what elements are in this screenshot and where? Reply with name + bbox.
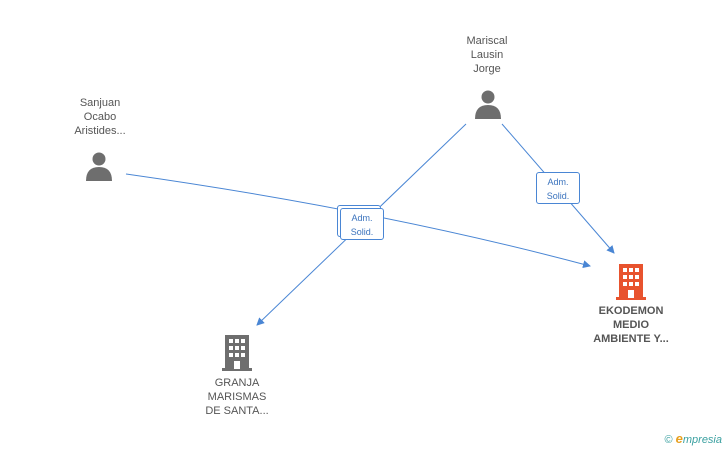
label-line: Mariscal <box>466 35 508 47</box>
badge-line: Solid. <box>546 191 570 201</box>
role-badge-center[interactable]: Adm. Solid. <box>340 208 384 240</box>
role-badge-right[interactable]: Adm. Solid. <box>536 172 580 204</box>
label-line: Jorge <box>473 63 501 75</box>
building-icon[interactable] <box>616 264 646 300</box>
node-ekodemon-label: EKODEMON MEDIO AMBIENTE Y... <box>576 304 686 346</box>
label-line: GRANJA <box>214 377 260 389</box>
node-ekodemon[interactable]: EKODEMON MEDIO AMBIENTE Y... <box>576 304 686 346</box>
brand-logo-e: e <box>675 431 683 446</box>
node-sanjuan[interactable]: Sanjuan Ocabo Aristides... <box>55 96 145 138</box>
node-mariscal[interactable]: Mariscal Lausin Jorge <box>442 34 532 76</box>
brand-footer: © empresia <box>664 431 722 446</box>
node-mariscal-label: Mariscal Lausin Jorge <box>442 34 532 76</box>
label-line: Aristides... <box>74 125 126 137</box>
badge-line: Adm. <box>547 177 569 187</box>
label-line: MARISMAS <box>207 391 267 403</box>
person-icon[interactable] <box>84 151 114 181</box>
label-line: DE SANTA... <box>205 405 269 417</box>
label-line: MEDIO <box>612 319 650 331</box>
node-sanjuan-label: Sanjuan Ocabo Aristides... <box>55 96 145 138</box>
copyright-symbol: © <box>664 434 673 446</box>
node-granja-label: GRANJA MARISMAS DE SANTA... <box>182 376 292 418</box>
label-line: Ocabo <box>83 111 117 123</box>
label-line: Sanjuan <box>79 97 121 109</box>
badge-line: Adm. <box>351 213 373 223</box>
label-line: AMBIENTE Y... <box>593 333 669 345</box>
person-icon[interactable] <box>473 89 503 119</box>
label-line: Lausin <box>470 49 504 61</box>
label-line: EKODEMON <box>598 305 664 317</box>
badge-line: Solid. <box>350 227 374 237</box>
building-icon[interactable] <box>222 335 252 371</box>
node-granja[interactable]: GRANJA MARISMAS DE SANTA... <box>182 376 292 418</box>
brand-logo-text: mpresia <box>682 434 722 446</box>
